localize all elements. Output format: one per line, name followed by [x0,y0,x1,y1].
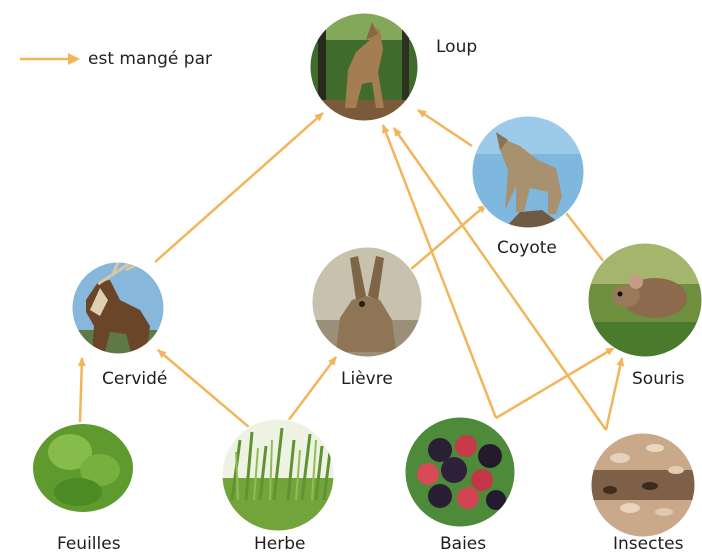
arrow-cervide-to-loup [155,113,323,262]
arrow-feuilles-to-cervide [80,358,82,422]
deer-photo-icon [70,250,170,360]
arrow-insectes-to-souris [606,358,622,430]
label-coyote: Coyote [497,238,557,258]
arrow-souris-to-coyote [560,205,604,262]
leaves-photo-icon [28,420,138,530]
label-cervide: Cervidé [102,369,167,389]
wolf-photo-icon [300,0,430,130]
label-loup: Loup [436,37,477,57]
label-herbe: Herbe [254,534,305,554]
label-lievre: Lièvre [341,369,393,389]
legend: est mangé par [20,46,212,72]
coyote-photo-icon [470,114,590,234]
legend-label: est mangé par [88,49,212,69]
label-insectes: Insectes [613,534,683,554]
arrow-icon [20,52,80,66]
hare-photo-icon [310,245,425,360]
arrow-lievre-to-coyote [410,205,486,270]
label-baies: Baies [440,534,486,554]
berries-photo-icon [402,414,518,530]
label-feuilles: Feuilles [57,534,121,554]
insects-photo-icon [588,430,700,542]
label-souris: Souris [632,369,685,389]
arrow-coyote-to-loup [418,110,472,146]
